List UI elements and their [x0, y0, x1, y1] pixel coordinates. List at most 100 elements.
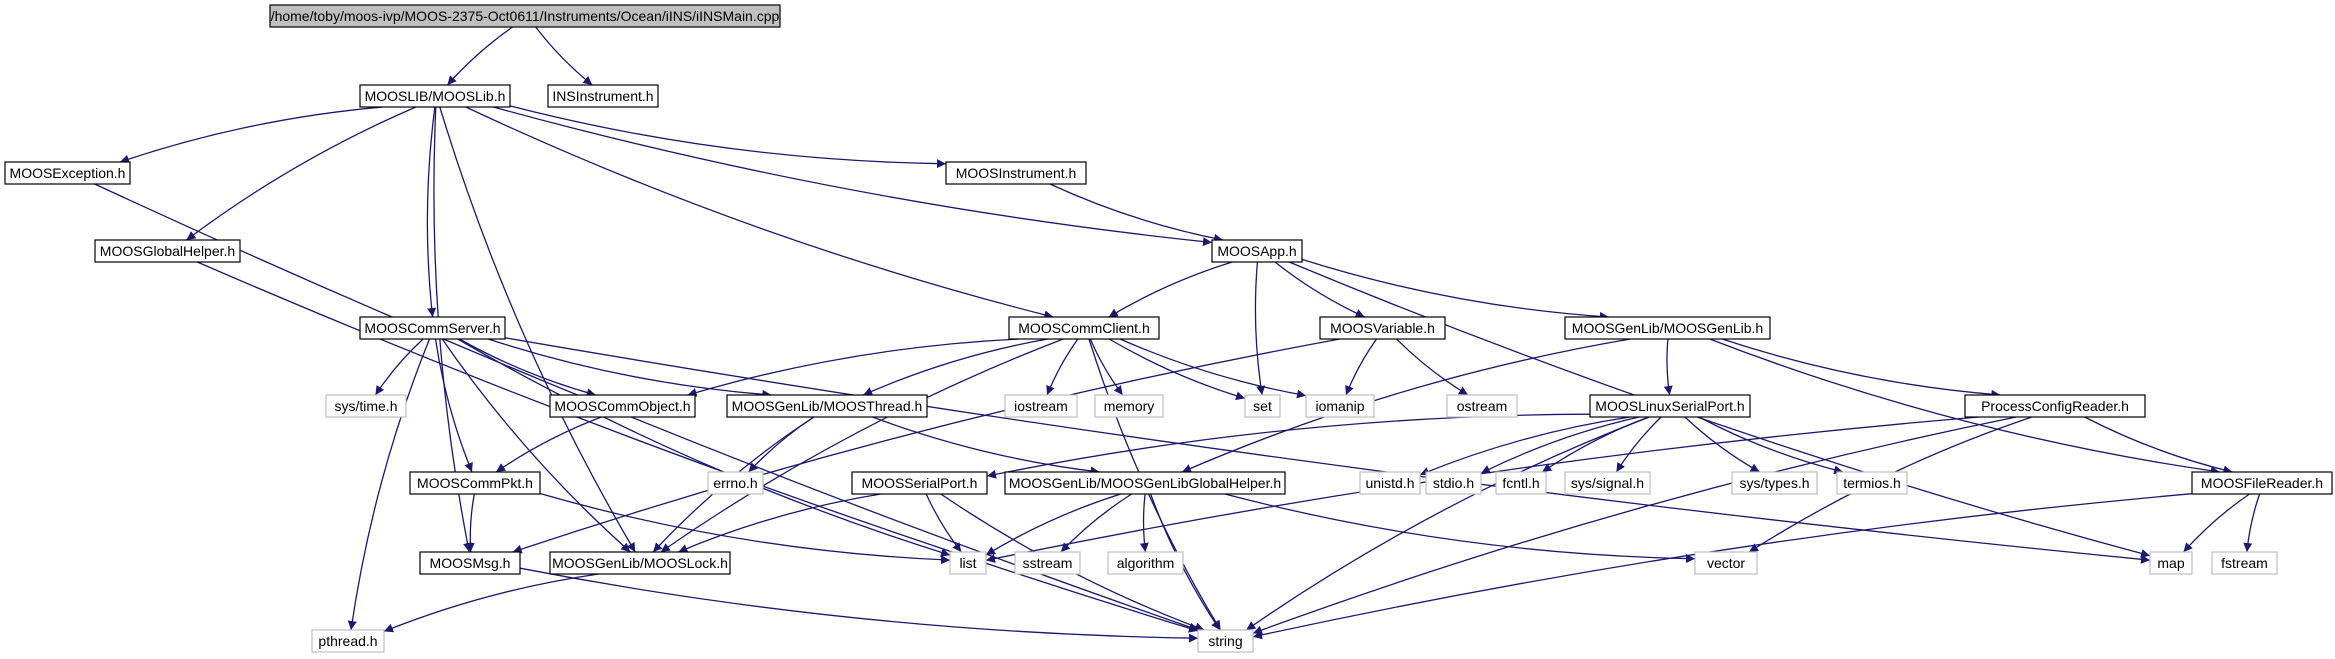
- node-systypes: sys/types.h: [1731, 471, 1818, 495]
- edge-mooslib-to-commclient: [465, 106, 1054, 320]
- node-box-mooslock: [549, 551, 731, 575]
- node-box-serialport: [851, 471, 988, 495]
- edge-mooslib-to-moosexc: [119, 106, 383, 164]
- node-commobject[interactable]: MOOSCommObject.h: [549, 394, 696, 418]
- edge-commserver-to-pthread: [347, 338, 431, 631]
- node-linuxserial[interactable]: MOOSLinuxSerialPort.h: [1589, 394, 1751, 418]
- edge-genlib-to-pcr: [1721, 338, 2001, 399]
- node-label-pcr: ProcessConfigReader.h: [1981, 398, 2129, 414]
- node-serialport[interactable]: MOOSSerialPort.h: [851, 471, 988, 495]
- node-label-systypes: sys/types.h: [1739, 475, 1809, 491]
- node-globalhelper[interactable]: MOOSGenLib/MOOSGenLibGlobalHelper.h: [1004, 471, 1286, 495]
- node-label-unistd: unistd.h: [1365, 475, 1414, 491]
- node-label-mooslib: MOOSLIB/MOOSLib.h: [365, 88, 506, 104]
- node-commpkt[interactable]: MOOSCommPkt.h: [409, 471, 541, 495]
- node-string: string: [1197, 629, 1254, 653]
- edge-linuxserial-to-termios: [1698, 416, 1844, 475]
- node-map: map: [2149, 551, 2193, 575]
- edge-pcr-to-string: [1252, 416, 2017, 635]
- edge-root-to-mooslib: [446, 26, 513, 86]
- node-box-moosexc: [4, 161, 131, 185]
- node-label-set: set: [1253, 398, 1272, 414]
- node-label-commserver: MOOSCommServer.h: [364, 320, 500, 336]
- node-label-moosglob: MOOSGlobalHelper.h: [100, 243, 235, 259]
- edge-linuxserial-to-syssignal: [1615, 416, 1662, 473]
- edge-moosapp-to-variable: [1274, 261, 1365, 318]
- node-box-moosglob: [94, 239, 241, 263]
- edge-moosglob-to-string: [197, 261, 1199, 633]
- node-moosexc[interactable]: MOOSException.h: [4, 161, 131, 185]
- node-box-stdio: [1425, 471, 1482, 495]
- node-box-variable: [1319, 316, 1446, 340]
- node-fcntl: fcntl.h: [1495, 471, 1547, 495]
- node-commclient[interactable]: MOOSCommClient.h: [1008, 316, 1160, 340]
- node-commserver[interactable]: MOOSCommServer.h: [359, 316, 506, 340]
- edge-globalhelper-to-list: [985, 493, 1121, 556]
- node-label-systime: sys/time.h: [334, 398, 397, 414]
- node-box-ostream: [1446, 394, 1518, 418]
- node-box-filereader: [2191, 471, 2333, 495]
- node-ostream: ostream: [1446, 394, 1518, 418]
- node-label-serialport: MOOSSerialPort.h: [862, 475, 978, 491]
- node-mooslock[interactable]: MOOSGenLib/MOOSLock.h: [549, 551, 731, 575]
- edge-genlib-to-linuxserial: [1663, 338, 1673, 396]
- edge-thread-to-errno: [748, 416, 815, 473]
- node-box-moosapp: [1211, 239, 1303, 263]
- edge-filereader-to-string: [1252, 493, 2193, 640]
- edge-mooslock-to-pthread: [383, 573, 599, 633]
- node-iomanip: iomanip: [1305, 394, 1375, 418]
- edge-pcr-to-filereader: [2084, 416, 2233, 475]
- edge-commpkt-to-moosmsg: [465, 493, 475, 553]
- edge-genlib-to-filereader: [1709, 338, 2220, 476]
- node-list: list: [949, 551, 987, 575]
- edge-commclient-to-memory: [1089, 338, 1124, 396]
- edge-commpkt-to-list: [539, 492, 951, 565]
- node-box-insinst: [547, 84, 659, 108]
- edge-moosapp-to-genlib: [1301, 258, 1609, 321]
- node-label-termios: termios.h: [1843, 475, 1901, 491]
- edge-moosinst-to-moosapp: [1049, 183, 1224, 243]
- edge-commclient-to-iostream: [1046, 338, 1079, 396]
- node-box-sstream: [1014, 551, 1081, 575]
- edge-genlib-to-globalhelper: [1181, 338, 1631, 473]
- node-thread[interactable]: MOOSGenLib/MOOSThread.h: [726, 394, 928, 418]
- edge-commserver-to-thread: [487, 338, 772, 399]
- edge-moosapp-to-commclient: [1108, 261, 1233, 318]
- node-box-fcntl: [1495, 471, 1547, 495]
- node-label-commobject: MOOSCommObject.h: [554, 398, 690, 414]
- node-box-commpkt: [409, 471, 541, 495]
- node-moosinst[interactable]: MOOSInstrument.h: [945, 161, 1087, 185]
- node-root[interactable]: /home/toby/moos-ivp/MOOS-2375-Oct0611/In…: [269, 4, 781, 28]
- node-label-variable: MOOSVariable.h: [1330, 320, 1435, 336]
- edge-serialport-to-list: [925, 493, 962, 553]
- node-variable[interactable]: MOOSVariable.h: [1319, 316, 1446, 340]
- node-insinst[interactable]: INSInstrument.h: [547, 84, 659, 108]
- node-box-root: [269, 4, 781, 28]
- node-genlib[interactable]: MOOSGenLib/MOOSGenLib.h: [1564, 316, 1771, 340]
- edge-commclient-to-set: [1108, 338, 1246, 401]
- node-stdio: stdio.h: [1425, 471, 1482, 495]
- edge-linuxserial-to-systypes: [1684, 416, 1760, 473]
- node-mooslib[interactable]: MOOSLIB/MOOSLib.h: [359, 84, 511, 108]
- node-box-algorithm: [1107, 551, 1184, 575]
- node-algorithm: algorithm: [1107, 551, 1184, 575]
- node-moosmsg[interactable]: MOOSMsg.h: [419, 551, 521, 575]
- edge-moosapp-to-set: [1254, 261, 1266, 396]
- node-box-memory: [1094, 394, 1164, 418]
- edge-linuxserial-to-unistd: [1419, 416, 1631, 476]
- node-box-commobject: [549, 394, 696, 418]
- node-box-systypes: [1731, 471, 1818, 495]
- node-pcr[interactable]: ProcessConfigReader.h: [1964, 394, 2146, 418]
- node-box-mooslib: [359, 84, 511, 108]
- node-label-thread: MOOSGenLib/MOOSThread.h: [732, 398, 923, 414]
- edge-moosmsg-to-string: [519, 567, 1199, 643]
- node-moosglob[interactable]: MOOSGlobalHelper.h: [94, 239, 241, 263]
- node-box-errno: [707, 471, 764, 495]
- node-filereader[interactable]: MOOSFileReader.h: [2191, 471, 2333, 495]
- node-moosapp[interactable]: MOOSApp.h: [1211, 239, 1303, 263]
- node-box-set: [1244, 394, 1281, 418]
- node-box-iomanip: [1305, 394, 1375, 418]
- node-box-pcr: [1964, 394, 2146, 418]
- node-box-fstream: [2211, 551, 2278, 575]
- node-box-linuxserial: [1589, 394, 1751, 418]
